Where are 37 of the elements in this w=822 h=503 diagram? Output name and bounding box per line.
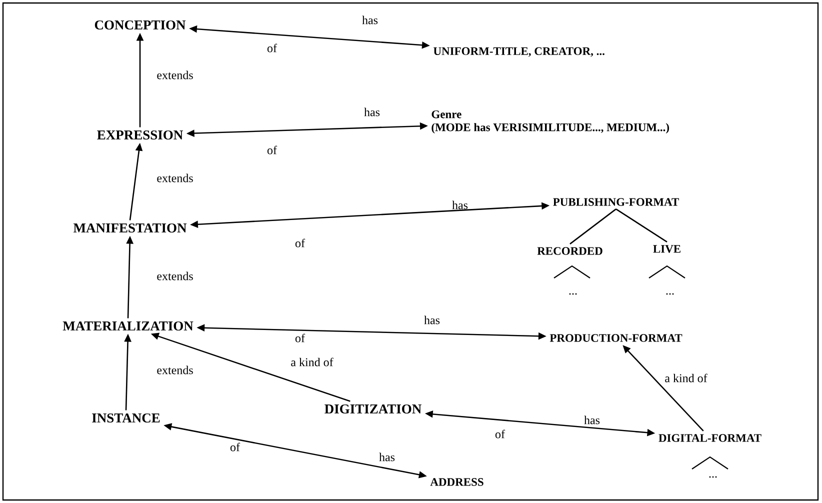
relation-label: of: [495, 430, 505, 438]
concept-label: ADDRESS: [430, 478, 484, 486]
relation-label: of: [295, 334, 305, 342]
edge-label: has: [584, 416, 600, 424]
concept-label: CONCEPTION: [94, 20, 186, 30]
concept-label: UNIFORM-TITLE, CREATOR, ...: [433, 47, 604, 57]
relation-label: of: [295, 238, 305, 248]
relation-label: of: [230, 442, 240, 452]
concept-label: DIGITAL-FORMAT: [658, 434, 762, 442]
concept-label: INSTANCE: [92, 413, 160, 423]
concept-label: EXPRESSION: [97, 130, 183, 140]
concept-label: MATERIALIZATION: [62, 321, 194, 331]
edge-label: extends: [157, 366, 193, 374]
concept-label: MANIFESTATION: [74, 223, 187, 233]
relation-label: of: [267, 44, 277, 52]
edge-label: has: [364, 108, 380, 116]
tree-line: [570, 208, 616, 244]
relation-label: of: [267, 146, 277, 154]
concept-label: RECORDED: [537, 247, 602, 255]
edge-label: has: [379, 452, 395, 462]
tree-line: [616, 208, 668, 242]
edge-label: extends: [157, 70, 193, 80]
relation-label: ...: [569, 293, 577, 295]
concept-label: LIVE: [653, 245, 680, 253]
edge-label: a kind of: [665, 374, 708, 382]
edge-label: has: [424, 316, 440, 324]
edge-label: extends: [157, 174, 193, 182]
edge-label: has: [362, 16, 378, 24]
concept-label: PRODUCTION-FORMAT: [550, 334, 682, 342]
edge-label: a kind of: [291, 358, 334, 366]
edge-label: has: [452, 200, 468, 210]
concept-label: Genre (MODE has VERISIMILITUDE..., MEDIUM...): [432, 110, 669, 134]
concept-label: PUBLISHING-FORMAT: [553, 198, 679, 206]
edge-label: extends: [157, 272, 193, 280]
relation-label: ...: [666, 293, 674, 295]
relation-label: ...: [709, 476, 717, 478]
concept-label: DIGITIZATION: [324, 404, 422, 414]
